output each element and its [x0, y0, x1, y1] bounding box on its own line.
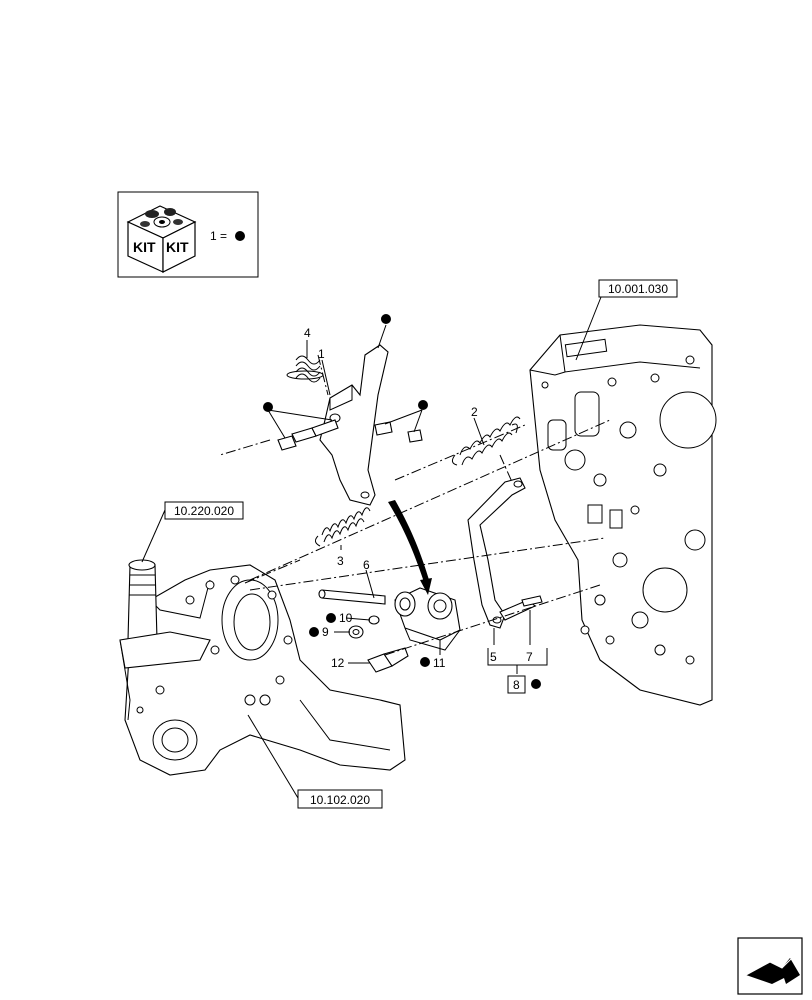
bolt-12	[367, 647, 409, 673]
nut-10	[368, 615, 380, 625]
callout-8: 8	[513, 678, 520, 692]
shaft	[119, 559, 211, 669]
kit-dot-9	[309, 627, 319, 637]
kit-box-icon: KIT KIT	[126, 205, 197, 273]
reference-label-shaft: 10.220.020	[174, 504, 234, 518]
kit-symbol-dot	[235, 231, 245, 241]
kit-label-left: KIT	[133, 239, 156, 255]
kit-dot-fork	[381, 314, 391, 324]
kit-dot-10	[326, 613, 336, 623]
assembly-arrow-icon	[388, 500, 432, 595]
callout-8-box	[507, 675, 526, 694]
kit-dot-bolts-left	[263, 402, 273, 412]
kit-label-right: KIT	[166, 239, 189, 255]
fork-bolts	[277, 419, 423, 451]
callout-7: 7	[526, 650, 533, 664]
alignment-lines	[219, 354, 611, 656]
callout-4: 4	[304, 326, 311, 340]
lever-assembly	[467, 477, 543, 629]
callouts: 4 1 2 3 6 10 9 12 11 5 7 8	[263, 314, 541, 694]
kit-equation: 1 =	[210, 229, 227, 243]
reference-box-front-housing[interactable]: 10.102.020	[297, 789, 383, 809]
spring-3	[314, 507, 371, 547]
washer-9	[348, 625, 364, 639]
reference-box-gearbox-housing[interactable]: 10.001.030	[598, 279, 678, 298]
front-housing	[119, 564, 406, 776]
callout-10: 10	[339, 611, 353, 625]
kit-dot-bolts-right	[418, 400, 428, 410]
reference-label-gearbox-housing: 10.001.030	[608, 282, 668, 296]
kit-legend: KIT KIT 1 =	[117, 191, 259, 278]
release-fork	[319, 344, 389, 506]
callout-3: 3	[337, 554, 344, 568]
reference-label-front-housing: 10.102.020	[310, 793, 370, 807]
spring-2	[451, 416, 521, 466]
kit-dot-11	[420, 657, 430, 667]
next-page-arrow-icon[interactable]	[737, 937, 803, 995]
kit-dot-8	[531, 679, 541, 689]
pivot-bracket	[394, 587, 461, 651]
callout-2: 2	[471, 405, 478, 419]
pin-6	[318, 589, 386, 605]
callout-9: 9	[322, 625, 329, 639]
callout-11: 11	[433, 656, 446, 670]
callout-12: 12	[331, 656, 345, 670]
leader-lines	[141, 286, 606, 799]
callout-1: 1	[318, 347, 325, 361]
callout-6: 6	[363, 558, 370, 572]
callout-5: 5	[490, 650, 497, 664]
reference-box-shaft[interactable]: 10.220.020	[164, 501, 244, 520]
gearbox-housing	[529, 324, 717, 706]
